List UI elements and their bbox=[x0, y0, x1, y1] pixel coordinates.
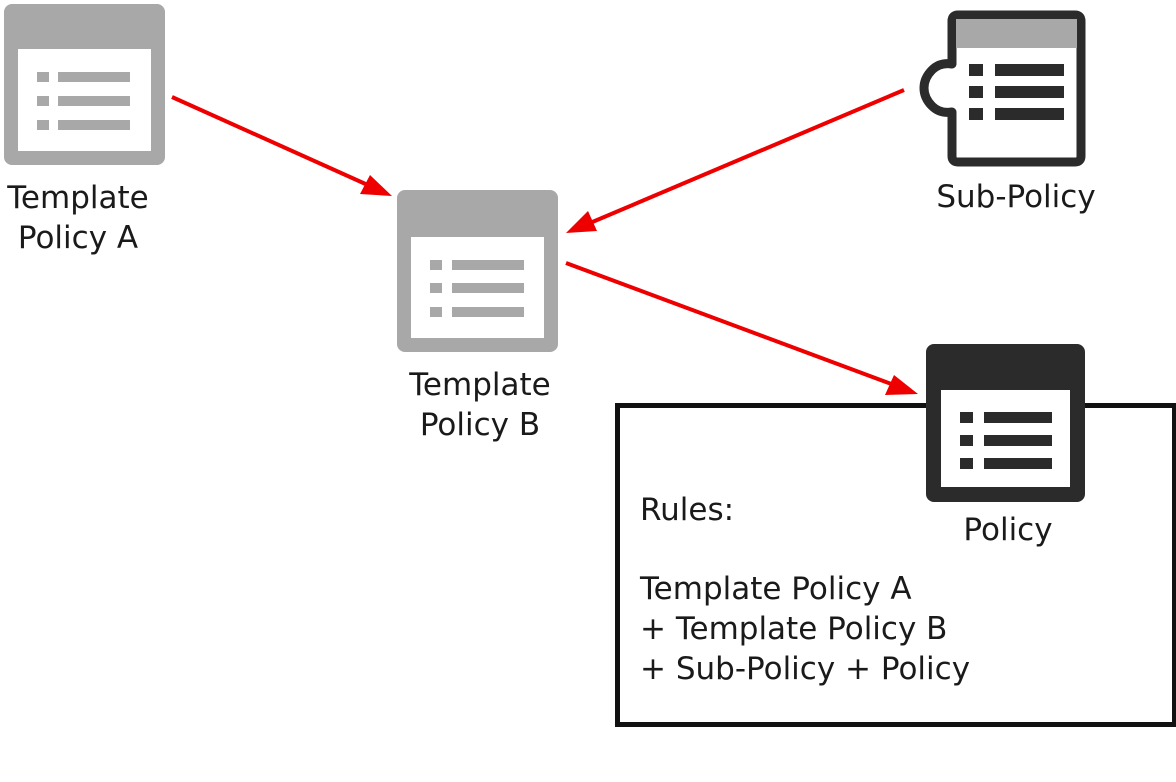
template-policy-a-label-line1: Template bbox=[7, 180, 149, 216]
template-policy-a-icon bbox=[4, 4, 165, 165]
arrow-sub-policy-to-template-b bbox=[566, 88, 905, 233]
arrow-template-a-to-template-b bbox=[171, 95, 392, 196]
rules-heading: Rules: bbox=[640, 492, 735, 528]
sub-policy-label: Sub-Policy bbox=[936, 179, 1096, 215]
rules-line-3: + Sub-Policy + Policy bbox=[640, 651, 971, 687]
template-policy-b-label-line1: Template bbox=[409, 367, 551, 403]
sub-policy-puzzle-icon bbox=[919, 10, 1086, 167]
rules-line-2: + Template Policy B bbox=[640, 611, 948, 647]
template-policy-a-label-line2: Policy A bbox=[17, 220, 139, 256]
template-policy-b-label-line2: Policy B bbox=[419, 407, 541, 443]
policy-icon bbox=[926, 344, 1085, 502]
template-policy-a-label: Template Policy A bbox=[0, 178, 156, 258]
policy-label: Policy bbox=[963, 512, 1053, 548]
arrow-template-b-to-policy bbox=[565, 261, 918, 395]
rules-line-1: Template Policy A bbox=[640, 571, 912, 607]
template-policy-b-icon bbox=[397, 190, 558, 352]
template-policy-b-label: Template Policy B bbox=[395, 365, 565, 445]
rules-box bbox=[615, 403, 1176, 727]
